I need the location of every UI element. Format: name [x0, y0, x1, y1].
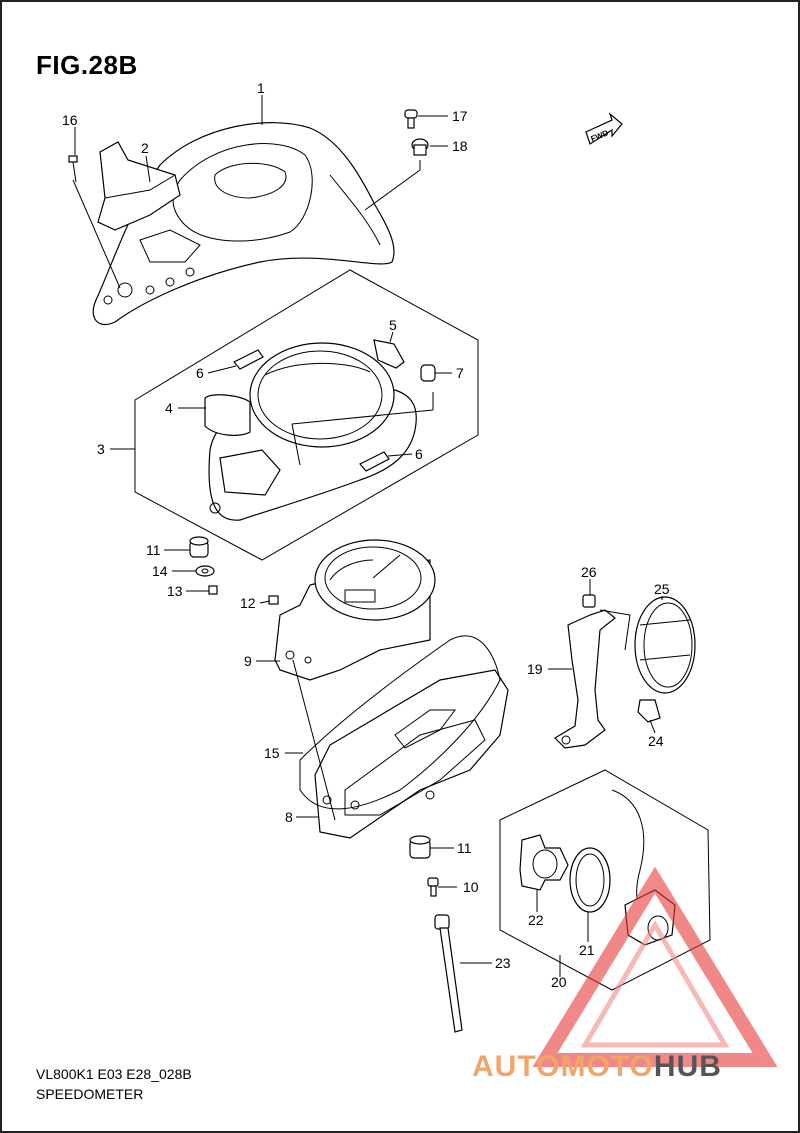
callout-14: 14 — [152, 563, 168, 579]
callout-7: 7 — [456, 365, 464, 381]
bracket-19 — [554, 609, 631, 749]
seal-21 — [569, 847, 611, 913]
gasket-15 — [299, 635, 501, 810]
watermark-part2: HUB — [653, 1050, 722, 1083]
figure-name: SPEEDOMETER — [36, 1086, 144, 1102]
gear-box-22 — [519, 834, 569, 891]
callout-24: 24 — [648, 733, 664, 749]
nut-26 — [582, 594, 596, 608]
callout-15: 15 — [264, 745, 280, 761]
grommet-11a — [189, 536, 209, 558]
speedometer-unit — [274, 539, 436, 681]
grommet-18 — [411, 138, 429, 156]
callout-6b: 6 — [415, 446, 423, 462]
figure-code: VL800K1 E03 E28_028B — [36, 1066, 192, 1082]
callout-10: 10 — [463, 879, 479, 895]
washer-14 — [195, 565, 215, 577]
grommet-11b — [409, 835, 431, 859]
callout-5: 5 — [389, 317, 397, 333]
callout-11b: 11 — [457, 840, 472, 856]
screw-10 — [427, 877, 439, 897]
callout-6a: 6 — [196, 365, 204, 381]
callout-16: 16 — [62, 112, 78, 128]
cushion-6a — [233, 349, 264, 370]
callout-25: 25 — [654, 581, 670, 597]
callout-17: 17 — [452, 108, 468, 124]
bolt-17 — [404, 109, 418, 129]
clip-24 — [637, 699, 661, 723]
callout-18: 18 — [452, 138, 468, 154]
forward-arrow-icon: FWD — [585, 112, 623, 145]
assembly-20-outline — [499, 769, 711, 991]
callout-1: 1 — [257, 80, 265, 96]
cushion-5 — [373, 339, 405, 369]
screw-13 — [208, 585, 218, 595]
screw-12 — [268, 595, 279, 605]
figure-title: FIG.28B — [36, 50, 138, 80]
meter-case — [208, 342, 417, 521]
callout-3: 3 — [97, 441, 105, 457]
callout-8: 8 — [285, 809, 293, 825]
lens-cap-4 — [204, 394, 251, 436]
callout-19: 19 — [527, 661, 543, 677]
screw-16 — [68, 155, 78, 183]
meter-cover — [92, 122, 395, 326]
callout-11a: 11 — [146, 542, 161, 558]
cable-tie-23 — [434, 914, 463, 1033]
watermark-triangle-icon — [532, 866, 778, 1067]
callout-26: 26 — [581, 564, 597, 580]
spacer-7 — [420, 364, 436, 382]
callout-20: 20 — [551, 974, 567, 990]
callout-12: 12 — [240, 595, 256, 611]
watermark-part1: AUTOMOTO — [472, 1050, 654, 1083]
callout-2: 2 — [141, 140, 149, 156]
lower-case-8 — [314, 669, 509, 839]
callout-23: 23 — [495, 955, 511, 971]
reflector-25 — [634, 596, 696, 694]
assembly-3-outline — [134, 269, 479, 561]
callout-9: 9 — [244, 653, 252, 669]
callout-21: 21 — [579, 942, 595, 958]
callout-13: 13 — [167, 583, 183, 599]
watermark-brand: AUTOMOTOHUB — [472, 1050, 722, 1084]
callout-4: 4 — [165, 400, 173, 416]
mounting-bracket — [97, 141, 181, 231]
cushion-6b — [359, 451, 390, 472]
callout-22: 22 — [528, 912, 544, 928]
